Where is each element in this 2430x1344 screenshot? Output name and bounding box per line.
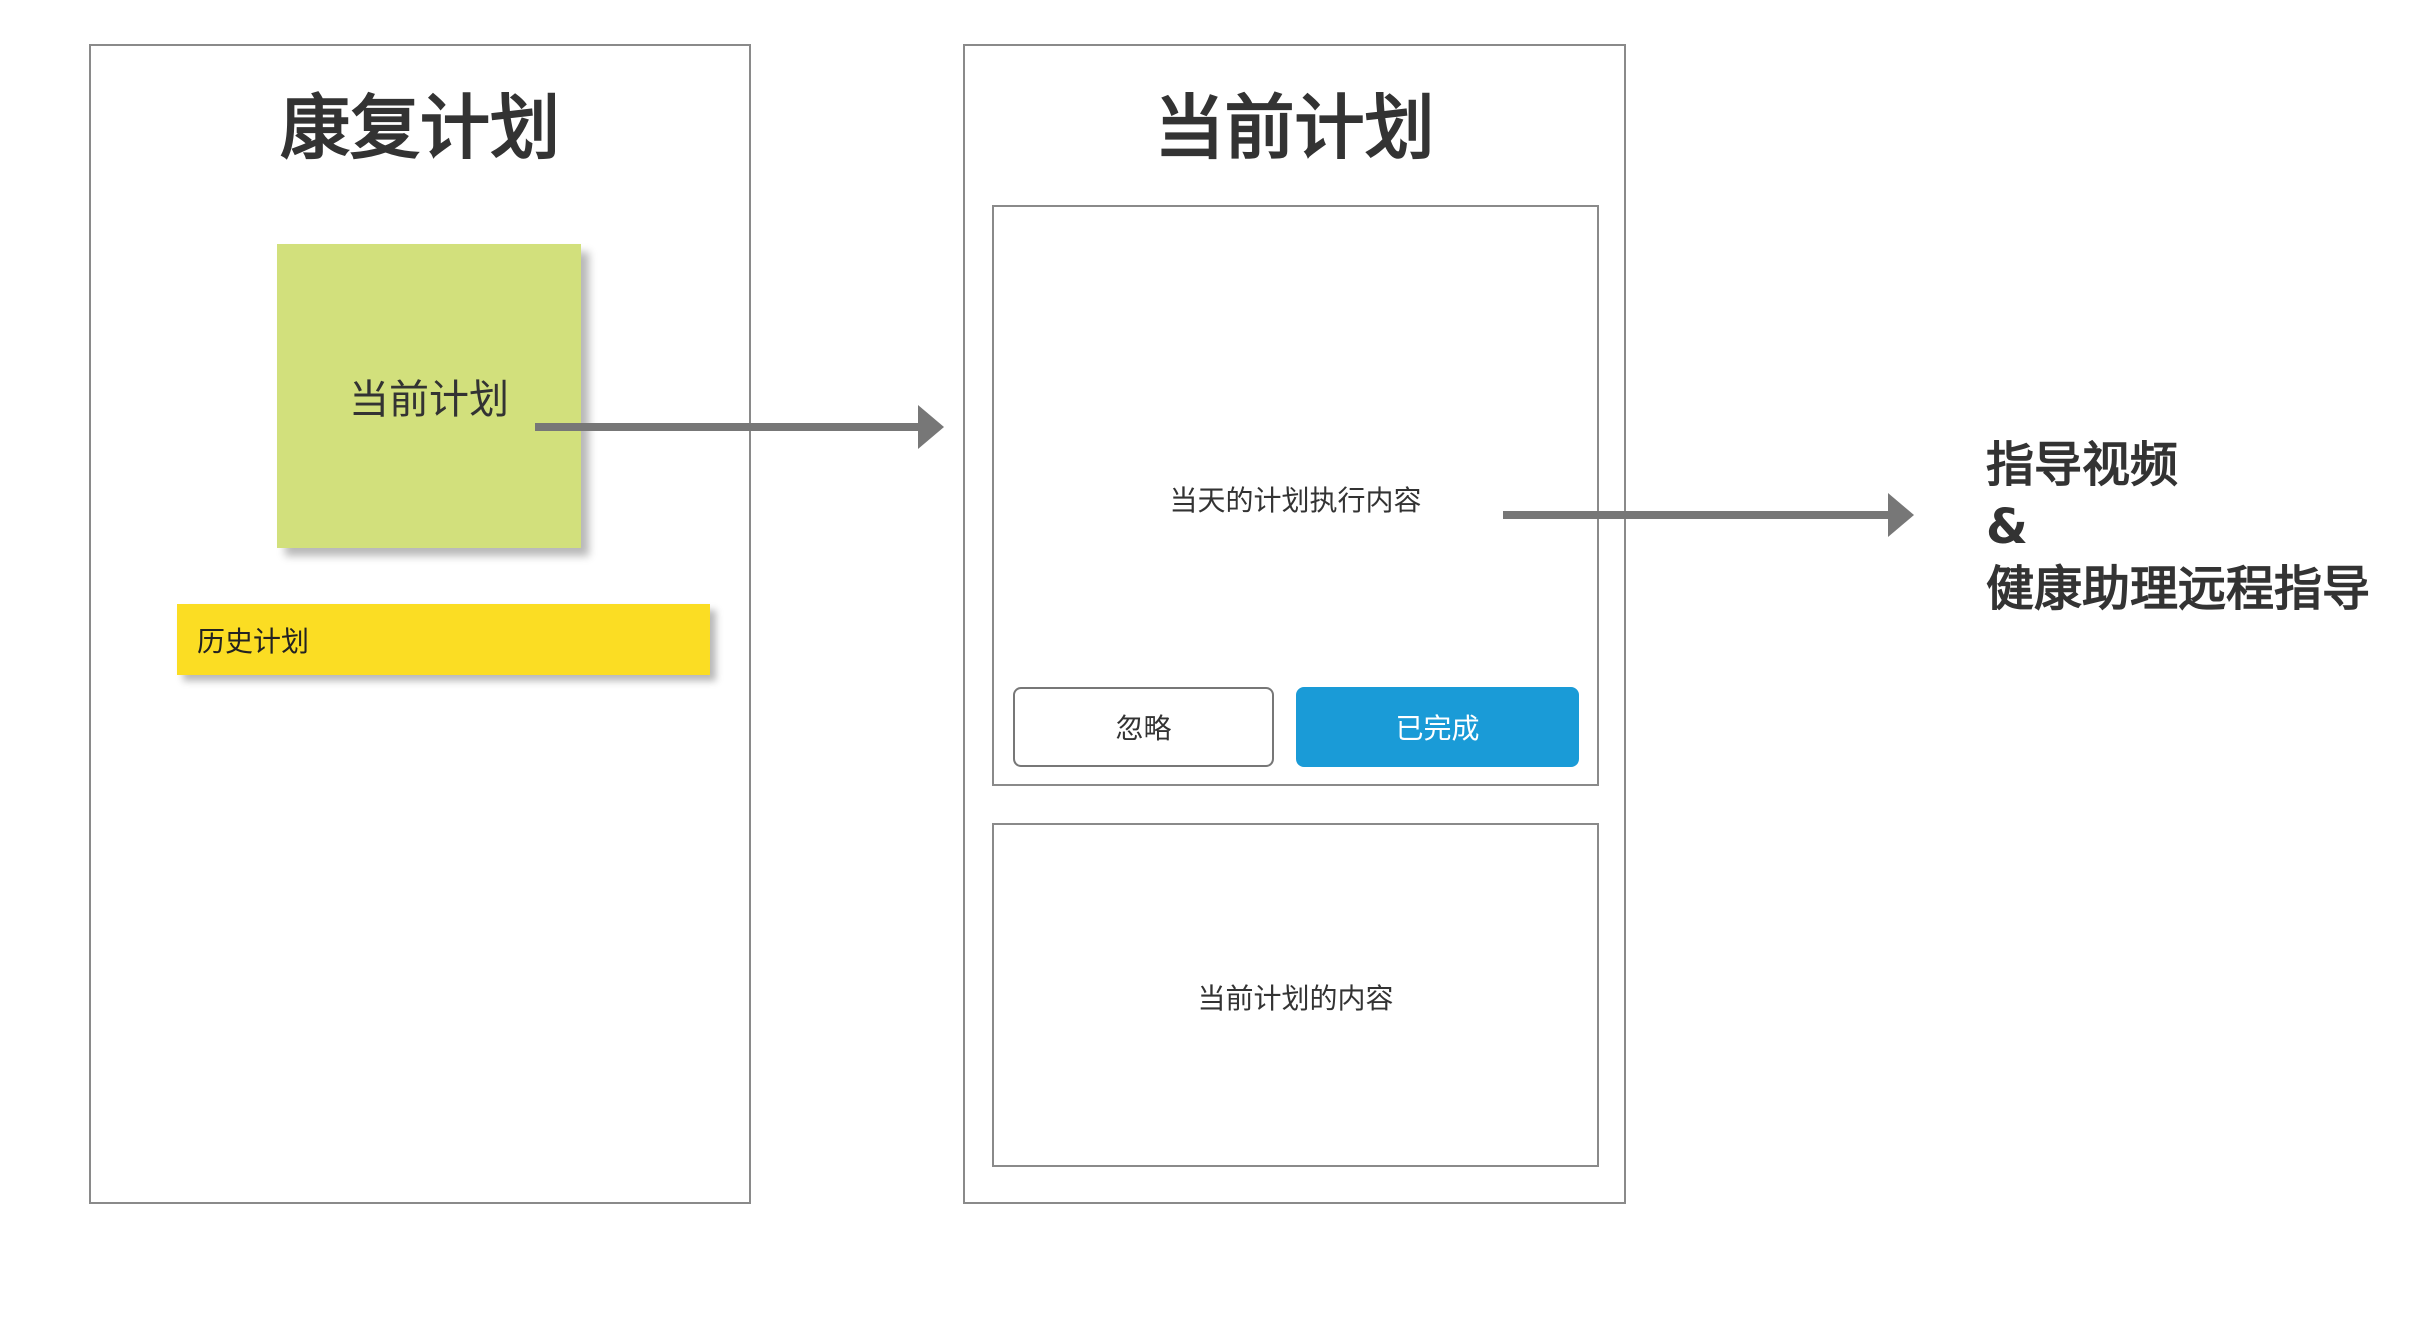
done-button[interactable]: 已完成 — [1296, 687, 1579, 767]
current-plan-card: 当前计划的内容 — [992, 823, 1599, 1167]
guidance-note: 指导视频 & 健康助理远程指导 — [1986, 434, 2370, 620]
ignore-button[interactable]: 忽略 — [1013, 687, 1274, 767]
rehab-plan-title: 康复计划 — [280, 87, 560, 169]
current-plan-title: 当前计划 — [1154, 87, 1435, 169]
history-plan-note-label: 历史计划 — [197, 624, 310, 658]
current-plan-note-label: 当前计划 — [349, 377, 509, 423]
current-plan-text: 当前计划的内容 — [1197, 982, 1394, 1015]
ignore-button-label: 忽略 — [1115, 712, 1172, 745]
arrow-current-plan-to-screen — [535, 405, 944, 449]
current-plan-screen: 当前计划 当天的计划执行内容 忽略 已完成 当前计划的内容 — [963, 44, 1626, 1204]
guidance-video-line: 指导视频 — [1986, 437, 2179, 493]
today-plan-card: 当天的计划执行内容 忽略 已完成 — [992, 205, 1599, 786]
current-plan-note[interactable]: 当前计划 — [277, 244, 581, 548]
arrow-today-plan-to-guidance — [1503, 493, 1914, 537]
today-plan-text: 当天的计划执行内容 — [1169, 484, 1422, 517]
history-plan-note[interactable]: 历史计划 — [177, 604, 710, 675]
remote-guidance-line: 健康助理远程指导 — [1986, 561, 2371, 617]
done-button-label: 已完成 — [1395, 712, 1480, 745]
guidance-ampersand-line: & — [1986, 499, 2028, 555]
